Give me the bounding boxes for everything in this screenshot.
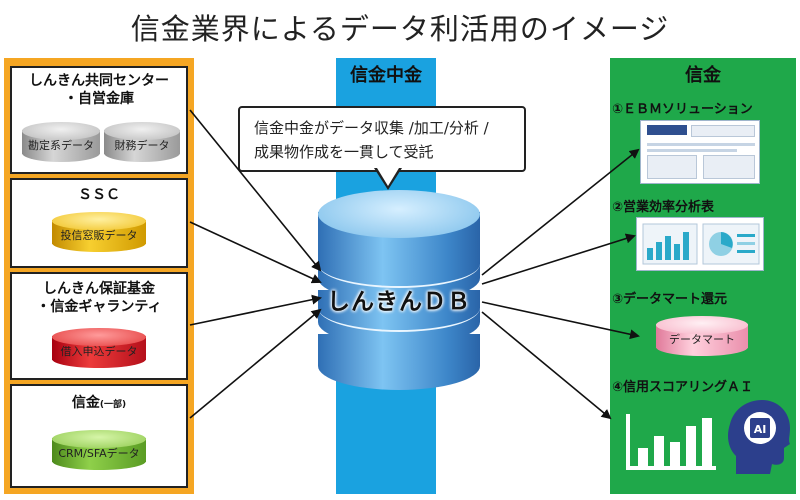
- arrow-to-datamart: [481, 301, 640, 340]
- database-loan-application: 借入申込データ: [52, 328, 146, 368]
- source-title: しんきん保証基金 ・信金ギャランティ: [36, 281, 162, 315]
- arrow-from-shinkin: [189, 308, 322, 419]
- source-title: 信金(一部): [71, 395, 127, 411]
- arrow-to-credit-ai: [481, 311, 612, 420]
- database-investment-trust: 投信窓販データ: [52, 212, 146, 252]
- bar-chart-icon: [626, 414, 716, 470]
- source-title: ＳＳＣ: [78, 187, 120, 203]
- output-title-datamart: ③データマート還元: [612, 292, 728, 307]
- database-finance: 財務データ: [104, 122, 180, 162]
- shinkin-database-icon: [318, 190, 480, 390]
- arrow-from-guarantee: [189, 294, 322, 326]
- ai-head-icon: AI: [728, 400, 790, 474]
- arrow-to-ebm: [481, 148, 640, 276]
- source-box-shinkin: 信金(一部) CRM/SFAデータ: [10, 384, 188, 488]
- output-title-credit-ai: ④信用スコアリングＡＩ: [612, 380, 754, 395]
- database-crm-sfa: CRM/SFAデータ: [52, 430, 146, 470]
- arrow-from-center: [189, 109, 322, 272]
- source-box-ssc: ＳＳＣ 投信窓販データ: [10, 178, 188, 268]
- arrow-from-ssc: [189, 221, 322, 284]
- diagram-title: 信金業界によるデータ利活用のイメージ: [130, 12, 670, 46]
- main-database-label: しんきんＤＢ: [327, 289, 471, 315]
- speech-bubble: 信金中金がデータ収集 /加工/分析 / 成果物作成を一貫して受託: [238, 106, 526, 172]
- center-heading: 信金中金: [336, 58, 436, 94]
- source-panel: しんきん共同センター ・自営金庫 勘定系データ 財務データ ＳＳＣ 投信窓販デー…: [4, 58, 194, 494]
- analysis-sheet-icon: [636, 217, 764, 271]
- source-box-shinkin-center: しんきん共同センター ・自営金庫 勘定系データ 財務データ: [10, 66, 188, 174]
- datamart-database-icon: データマート: [656, 316, 748, 356]
- database-accounting: 勘定系データ: [22, 122, 100, 162]
- report-document-icon: [640, 120, 760, 184]
- ai-badge-text: AI: [754, 423, 767, 436]
- source-box-guarantee: しんきん保証基金 ・信金ギャランティ 借入申込データ: [10, 272, 188, 380]
- arrow-to-efficiency: [481, 233, 636, 285]
- source-title: しんきん共同センター ・自営金庫: [29, 73, 169, 107]
- output-title-efficiency: ②営業効率分析表: [612, 200, 715, 215]
- output-title-ebm: ①ＥＢＭソリューション: [612, 102, 753, 117]
- output-heading: 信金: [685, 65, 721, 86]
